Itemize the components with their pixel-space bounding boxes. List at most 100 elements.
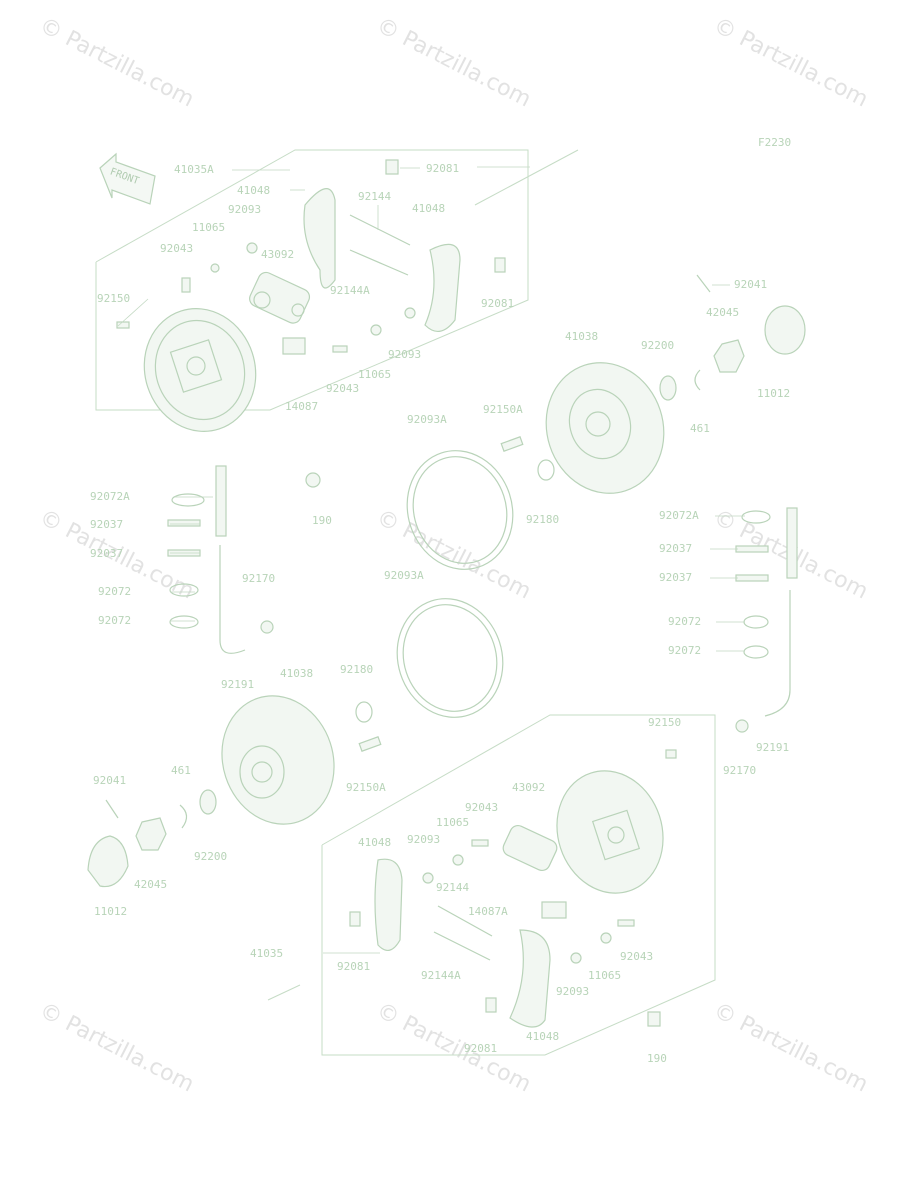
snap-ring	[694, 369, 701, 391]
pin	[332, 345, 348, 353]
callout: 92072	[98, 585, 131, 598]
front-arrow-icon: FRONT	[99, 152, 156, 205]
callout: 92081	[337, 960, 370, 973]
callout: 92043	[465, 801, 498, 814]
callout: 41048	[412, 202, 445, 215]
washer	[600, 932, 612, 944]
callout: 92037	[90, 547, 123, 560]
callout: 92093	[228, 203, 261, 216]
callout: 92170	[242, 572, 275, 585]
callout: 92150	[97, 292, 130, 305]
callout: 41048	[237, 184, 270, 197]
clamp-band	[735, 545, 769, 553]
callout: 92150A	[483, 403, 523, 416]
o-ring	[537, 459, 555, 481]
callout: 92180	[340, 663, 373, 676]
callout: 14087	[285, 400, 318, 413]
watermark: © Partzilla.com	[35, 13, 198, 112]
callout: 92043	[326, 382, 359, 395]
guide-line	[267, 984, 301, 1001]
callout: 11065	[358, 368, 391, 381]
brake-panel-upper	[143, 308, 257, 432]
washer	[246, 242, 258, 254]
bolt	[358, 736, 382, 752]
clip	[385, 159, 399, 175]
callout: 11065	[192, 221, 225, 234]
spring-lower	[437, 905, 493, 937]
cotter-pin	[696, 274, 711, 293]
o-ring	[355, 701, 373, 723]
washer	[570, 952, 582, 964]
brake-lining-band	[406, 450, 514, 570]
callout: 41035A	[174, 163, 214, 176]
callout-labels: 41035A 92081 41048 92144 92093 41048 110…	[90, 162, 790, 1065]
callout: 92200	[641, 339, 674, 352]
spring-upper	[349, 214, 411, 246]
callout: 92037	[90, 518, 123, 531]
callout: 92180	[526, 513, 559, 526]
callout: 92150A	[346, 781, 386, 794]
brake-drum-upper-right	[545, 362, 665, 494]
clamp-band	[735, 574, 769, 582]
bolt	[500, 436, 524, 452]
watermark: © Partzilla.com	[35, 998, 198, 1097]
callout: 92191	[756, 741, 789, 754]
callout: 92043	[620, 950, 653, 963]
callout: 92037	[659, 571, 692, 584]
brake-shoe-lower-right	[509, 929, 551, 1028]
lower-assembly-frame	[321, 714, 716, 1056]
plate	[282, 337, 306, 355]
spring-upper	[349, 249, 409, 276]
fitting	[260, 620, 274, 634]
callout: 92072	[98, 614, 131, 627]
washer	[370, 324, 382, 336]
callout: 92041	[734, 278, 767, 291]
callout: 92081	[464, 1042, 497, 1055]
clip	[494, 257, 506, 273]
callout: 41038	[280, 667, 313, 680]
callout: 11012	[757, 387, 790, 400]
spring-lower	[433, 931, 491, 961]
callout: 92144	[358, 190, 391, 203]
clamp-band	[167, 519, 201, 527]
callout: 11065	[436, 816, 469, 829]
pin	[181, 277, 191, 293]
callout: 41035	[250, 947, 283, 960]
callout: 92093	[388, 348, 421, 361]
hub-cap	[87, 835, 129, 888]
callout: 92072A	[659, 509, 699, 522]
watermark: © Partzilla.com	[709, 13, 872, 112]
callout: 14087A	[468, 905, 508, 918]
callout: 41048	[358, 836, 391, 849]
breather-fitting	[305, 472, 321, 488]
washer	[199, 789, 217, 815]
callout: 11065	[588, 969, 621, 982]
callout: 42045	[706, 306, 739, 319]
callout: 92043	[160, 242, 193, 255]
callout: 92144A	[421, 969, 461, 982]
nut	[713, 339, 745, 373]
hose	[764, 590, 791, 717]
watermark: © Partzilla.com	[372, 998, 535, 1097]
upper-assembly-frame	[95, 149, 529, 411]
clamp	[171, 493, 205, 507]
clamp	[743, 615, 769, 629]
hose	[786, 507, 798, 579]
callout: 42045	[134, 878, 167, 891]
brake-lining-band	[396, 598, 504, 718]
hub-cap	[764, 305, 806, 355]
clamp	[169, 615, 199, 629]
hose	[215, 465, 227, 537]
callout: 92144	[436, 881, 469, 894]
callout: 190	[647, 1052, 667, 1065]
brake-drum-lower-left	[221, 695, 335, 825]
callout: 92093	[407, 833, 440, 846]
breather-fitting	[647, 1011, 661, 1027]
clamp	[743, 645, 769, 659]
callout: 190	[312, 514, 332, 527]
callout: 92093A	[407, 413, 447, 426]
pin	[617, 919, 635, 927]
callout: 92041	[93, 774, 126, 787]
callout: 92150	[648, 716, 681, 729]
